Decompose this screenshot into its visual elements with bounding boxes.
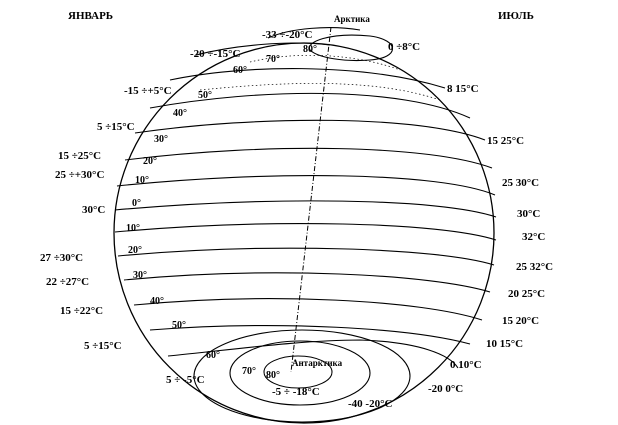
latitude-label: 50°	[198, 90, 212, 101]
january-temp-label: 5 ÷15°C	[84, 340, 122, 352]
latitude-label: 40°	[173, 108, 187, 119]
arctic-label: Арктика	[334, 14, 370, 24]
latitude-label: 0°	[132, 198, 141, 209]
july-temp-label: 10 15°C	[486, 338, 523, 350]
january-temp-label: 15 ÷25°C	[58, 150, 101, 162]
antarctic-label: Антарктика	[292, 358, 343, 368]
latitude-label: 20°	[143, 156, 157, 167]
july-header: ИЮЛЬ	[498, 10, 534, 22]
arctic-temp-label: -33 ÷-20°C	[262, 29, 313, 41]
january-temp-label: 27 ÷30°C	[40, 252, 83, 264]
july-temp-label: 0 ÷8°C	[388, 41, 420, 53]
july-temp-label: 8 15°C	[447, 83, 479, 95]
july-temp-label: 25 30°C	[502, 177, 539, 189]
latitude-label: 50°	[172, 320, 186, 331]
latitude-label: 20°	[128, 245, 142, 256]
january-temp-label: 15 ÷22°C	[60, 305, 103, 317]
january-header: ЯНВАРЬ	[68, 10, 113, 22]
antarctic-inner-temp-label: -5 ÷ -18°C	[272, 386, 320, 398]
january-temp-label: 25 ÷+30°C	[55, 169, 104, 181]
july-temp-label: 20 25°C	[508, 288, 545, 300]
dotted-parallels	[199, 54, 441, 101]
july-temp-label: -20 0°C	[428, 383, 463, 395]
latitude-label: 40°	[150, 296, 164, 307]
july-temperatures: 0 ÷8°C 8 15°C 15 25°C 25 30°C 30°C 32°C …	[388, 41, 553, 395]
latitude-label: 80°	[266, 370, 280, 381]
latitude-label: 70°	[242, 366, 256, 377]
january-temp-label: 5 ÷ -5°C	[166, 374, 205, 386]
latitude-label: 60°	[206, 350, 220, 361]
july-temp-label: 30°C	[517, 208, 540, 220]
july-temp-label: 25 32°C	[516, 261, 553, 273]
latitude-label: 30°	[133, 270, 147, 281]
antarctic-isotherm-rings	[193, 329, 411, 423]
latitude-label: 10°	[135, 175, 149, 186]
july-temp-label: 0 10°C	[450, 359, 482, 371]
january-temperatures: -20 ÷-15°C -15 ÷+5°C 5 ÷15°C 15 ÷25°C 25…	[40, 48, 241, 386]
polar-axis	[290, 26, 332, 373]
latitude-label: 70°	[266, 54, 280, 65]
latitude-labels: 80° 70° 60° 50° 40° 30° 20° 10° 0° 10° 2…	[126, 44, 317, 381]
january-temp-label: 22 ÷27°C	[46, 276, 89, 288]
latitude-label: 30°	[154, 134, 168, 145]
latitude-label: 80°	[303, 44, 317, 55]
january-temp-label: 30°C	[82, 204, 105, 216]
january-temp-label: -20 ÷-15°C	[190, 48, 241, 60]
july-temp-label: 15 20°C	[502, 315, 539, 327]
arctic-isotherm-rings	[308, 34, 393, 62]
january-temp-label: -15 ÷+5°C	[124, 85, 172, 97]
antarctic-outer-temp-label: -40 -20°C	[348, 398, 392, 410]
july-temp-label: 32°C	[522, 231, 545, 243]
latitude-label: 60°	[233, 65, 247, 76]
july-temp-label: 15 25°C	[487, 135, 524, 147]
northern-isotherms	[114, 27, 497, 218]
southern-isotherms	[114, 223, 497, 369]
latitude-label: 10°	[126, 223, 140, 234]
january-temp-label: 5 ÷15°C	[97, 121, 135, 133]
